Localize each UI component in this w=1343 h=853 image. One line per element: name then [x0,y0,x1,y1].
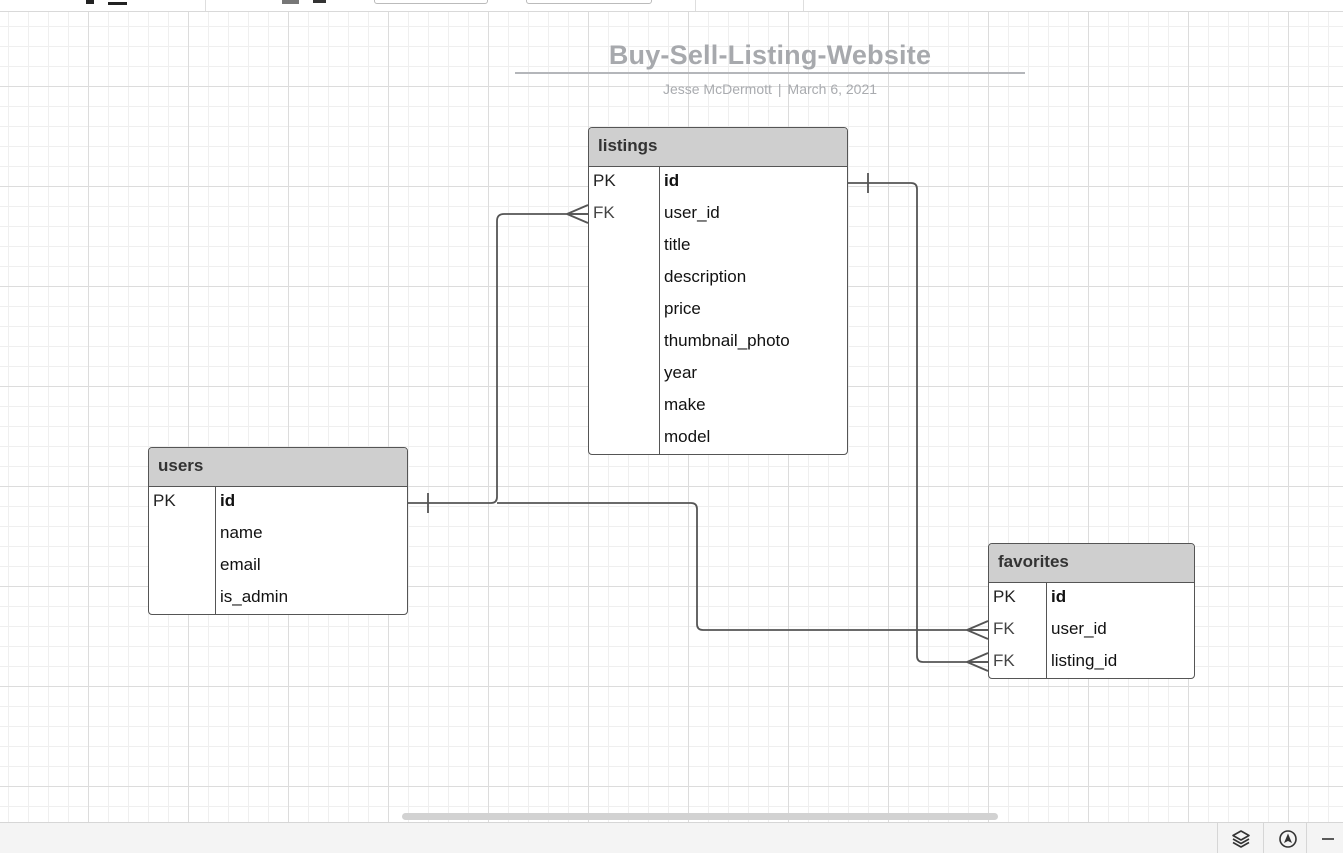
table-row[interactable]: title [589,231,847,263]
many-marker-favorites-user-id [966,620,989,640]
field-name: id [664,171,680,190]
key-label: FK [993,651,1015,670]
bottombar-divider [1217,823,1218,853]
field-name: user_id [1051,619,1107,638]
key-label: FK [993,619,1015,638]
field-name: price [664,299,701,318]
field-name: year [664,363,698,382]
table-row[interactable]: FK user_id [989,615,1194,647]
table-row[interactable]: description [589,263,847,295]
field-name: thumbnail_photo [664,331,790,350]
key-label: FK [593,203,615,222]
toolbar-line-swatch[interactable] [108,2,127,5]
table-row[interactable]: thumbnail_photo [589,327,847,359]
connector-users-listings [408,213,588,504]
relationship-connectors [408,173,989,672]
entity-header-listings: listings [589,128,847,167]
table-row[interactable]: FK listing_id [989,647,1194,678]
key-label: PK [153,491,176,510]
field-name: model [664,427,711,446]
key-column-divider [989,583,1047,678]
minus-icon[interactable] [1316,827,1340,851]
diagram-canvas[interactable]: Buy-Sell-Listing-Website Jesse McDermott… [0,11,1343,822]
table-row[interactable]: FK user_id [589,199,847,231]
key-label: PK [593,171,616,190]
toolbar-line-style[interactable] [313,0,326,3]
navigate-icon[interactable] [1276,827,1300,851]
table-row[interactable]: PK id [589,167,847,199]
field-name: description [664,267,747,286]
title-underline [515,72,1025,74]
toolbar-input-b[interactable] [526,0,652,4]
top-toolbar [0,0,1343,12]
field-name: user_id [664,203,720,222]
field-name: id [1051,587,1067,606]
field-name: id [220,491,236,510]
table-row[interactable]: price [589,295,847,327]
field-name: name [220,523,263,542]
author-name: Jesse McDermott [662,81,772,97]
table-row[interactable]: year [589,359,847,391]
toolbar-input-a[interactable] [374,0,488,4]
toolbar-divider [803,0,804,11]
layers-icon[interactable] [1229,827,1253,851]
field-name: listing_id [1051,651,1118,670]
table-row[interactable]: make [589,391,847,423]
toolbar-line-color[interactable] [282,0,299,4]
field-name: make [664,395,706,414]
diagram-subtitle[interactable]: Jesse McDermott | March 6, 2021 [515,81,1025,97]
key-column-divider [149,487,216,614]
entity-body-users: PK id name email is_admin [149,487,407,614]
many-marker-listings-user-id [566,204,589,224]
toolbar-divider [695,0,696,11]
many-marker-favorites-listing-id [966,652,989,672]
key-column-divider [589,167,660,454]
toolbar-divider [205,0,206,11]
diagram-date: March 6, 2021 [787,81,878,97]
connector-users-favorites [497,502,988,631]
entity-header-favorites: favorites [989,544,1194,583]
key-label: PK [993,587,1016,606]
bottom-bar [0,822,1343,853]
field-name: email [220,555,261,574]
field-name: title [664,235,691,254]
diagram-title[interactable]: Buy-Sell-Listing-Website [608,40,932,70]
bottombar-divider [1263,823,1264,853]
table-row[interactable]: email [149,551,407,583]
entity-users[interactable]: users PK id name email is_admin [148,447,408,615]
bottombar-divider [1306,823,1307,853]
table-row[interactable]: name [149,519,407,551]
table-row[interactable]: model [589,423,847,454]
table-row[interactable]: is_admin [149,583,407,614]
rows-users: PK id name email is_admin [149,487,407,614]
connector-listings-favorites [848,182,988,663]
table-row[interactable]: PK id [149,487,407,519]
field-name: is_admin [220,587,289,606]
horizontal-scrollbar[interactable] [402,813,998,820]
subtitle-separator: | [777,81,782,97]
table-row[interactable]: PK id [989,583,1194,615]
toolbar-fill-swatch[interactable] [86,0,94,4]
entity-header-users: users [149,448,407,487]
